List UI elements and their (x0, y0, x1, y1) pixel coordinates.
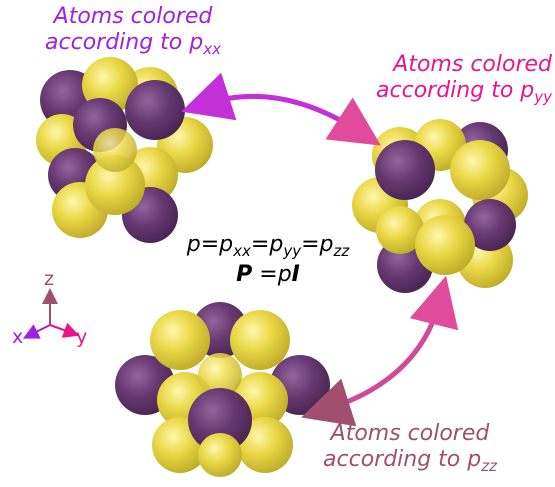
label-pxx-line1: Atoms colored (53, 4, 213, 29)
label-pzz: Atoms colored according to pzz (292, 421, 528, 475)
arrow-pyy-pzz (301, 275, 459, 427)
arrow-pxx-pyy (181, 72, 381, 146)
label-pzz-line1: Atoms colored (330, 421, 490, 446)
label-pxx-sub: xx (203, 40, 221, 58)
atom-cluster-pyy (352, 119, 528, 293)
label-pzz-sub: zz (481, 457, 497, 475)
axis-y-label: y (76, 326, 88, 348)
label-pxx: Atoms colored according to pxx (8, 4, 258, 58)
atom-cluster-pxx (36, 57, 213, 243)
axes-triad (22, 288, 80, 339)
axis-z-label: z (44, 268, 54, 290)
axis-x-label: x (12, 326, 24, 348)
label-pxx-line2: according to p (45, 30, 204, 55)
equation-pressure-tensor: P =pI (236, 262, 300, 287)
equation-pressure-components: p=pxx=pyy=pzz (186, 232, 350, 260)
label-pyy: Atoms colored according to pyy (316, 52, 552, 106)
label-pyy-line2: according to p (376, 78, 535, 103)
label-pyy-sub: yy (534, 88, 552, 106)
label-pyy-line1: Atoms colored (393, 52, 552, 77)
label-pzz-line2: according to p (323, 447, 482, 472)
